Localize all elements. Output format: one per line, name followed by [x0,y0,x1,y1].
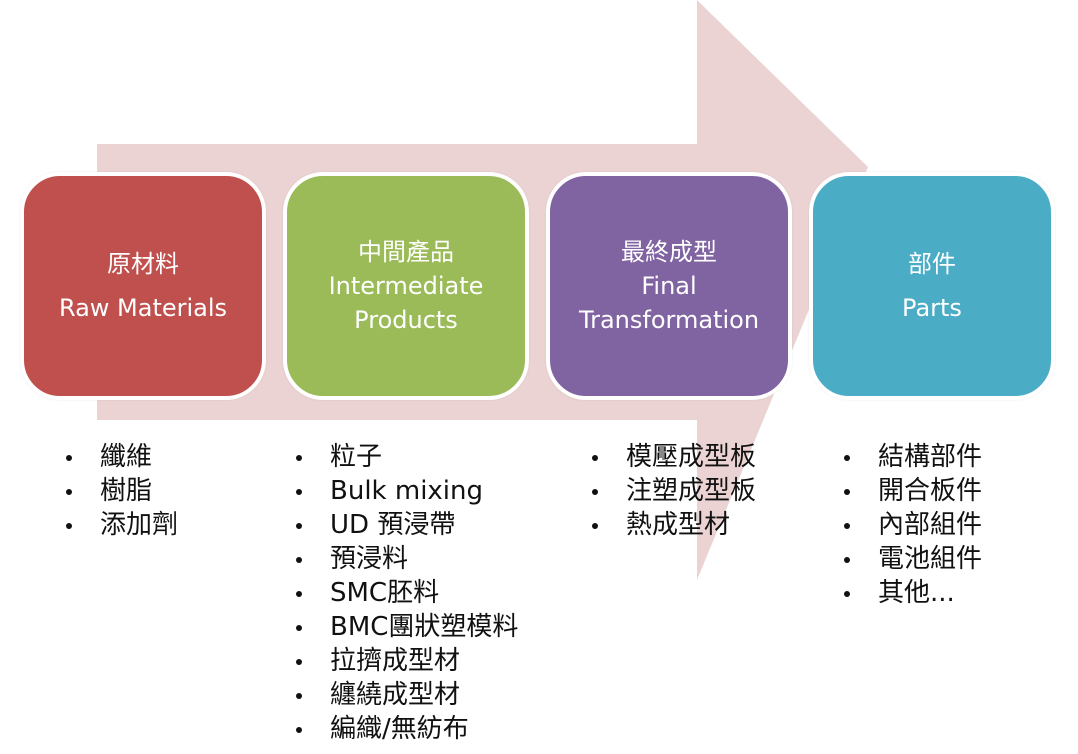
list-item: BMC團狀塑模料 [290,610,518,644]
list-item: 電池組件 [838,542,982,576]
list-item: SMC胚料 [290,576,518,610]
stage-title-zh: 中間產品 [358,238,454,266]
stage-title-en: Intermediate [328,272,484,300]
list-item: 模壓成型板 [586,440,756,474]
stage-title-en: Raw Materials [58,294,228,322]
stage-box-final-transformation: 最終成型 Final Transformation [546,172,792,400]
list-item: 預浸料 [290,542,518,576]
list-item: 拉擠成型材 [290,644,518,678]
raw-materials-list: 纖維 樹脂 添加劑 [60,440,178,542]
list-item: Bulk mixing [290,474,518,508]
stage-title-zh: 最終成型 [621,238,717,266]
list-item: 注塑成型板 [586,474,756,508]
list-item: 開合板件 [838,474,982,508]
parts-list: 結構部件 開合板件 內部組件 電池組件 其他... [838,440,982,610]
list-item: 粒子 [290,440,518,474]
list-item: 內部組件 [838,508,982,542]
list-item: 纖維 [60,440,178,474]
stage-title-en: Final [641,272,697,300]
list-item: 添加劑 [60,508,178,542]
final-transformation-list: 模壓成型板 注塑成型板 熱成型材 [586,440,756,542]
stage-box-parts: 部件 Parts [809,172,1055,400]
stage-title-en-line-2: Products [354,306,458,334]
list-item: UD 預浸帶 [290,508,518,542]
stage-box-intermediate-products: 中間產品 Intermediate Products [283,172,529,400]
list-item: 纏繞成型材 [290,678,518,712]
list-item: 編織/無紡布 [290,712,518,746]
list-item: 樹脂 [60,474,178,508]
stage-box-raw-materials: 原材料 Raw Materials [20,172,266,400]
intermediate-products-list: 粒子 Bulk mixing UD 預浸帶 預浸料 SMC胚料 BMC團狀塑模料… [290,440,518,746]
stage-title-en-line-2: Transformation [578,306,760,334]
list-item: 其他... [838,576,982,610]
stage-title-en: Parts [902,294,962,322]
stage-title-zh: 原材料 [107,250,179,278]
stage-title-zh: 部件 [908,250,956,278]
list-item: 熱成型材 [586,508,756,542]
list-item: 結構部件 [838,440,982,474]
